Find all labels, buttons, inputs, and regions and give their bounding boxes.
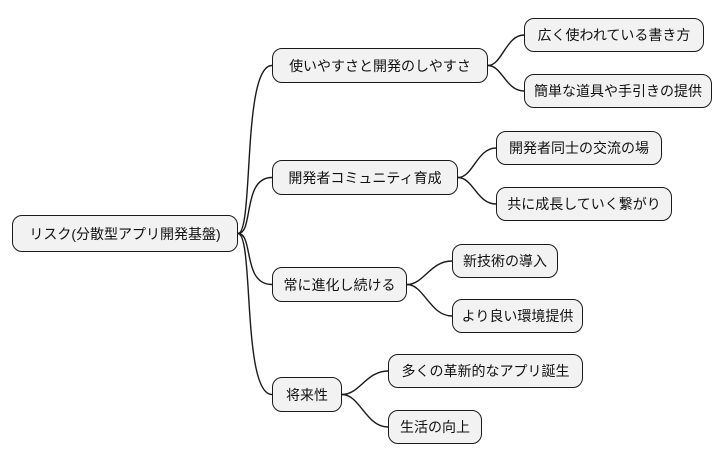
edge-branch2-leaf1 [457, 147, 497, 179]
leaf-node-common-syntax: 広く使われている書き方 [524, 18, 704, 52]
branch-node-usability: 使いやすさと開発のしやすさ [272, 48, 488, 83]
leaf-node-new-tech: 新技術の導入 [452, 244, 558, 278]
edge-root-branch4 [237, 232, 273, 396]
edge-branch4-leaf1 [341, 370, 389, 396]
leaf-node-life-improvement: 生活の向上 [388, 410, 482, 444]
root-node: リスク(分散型アプリ開発基盤) [12, 215, 238, 252]
edge-branch3-leaf2 [406, 283, 453, 317]
edge-branch1-leaf2 [487, 64, 525, 92]
leaf-node-better-environment: より良い環境提供 [452, 299, 583, 333]
leaf-node-grow-together: 共に成長していく繋がり [496, 187, 672, 221]
leaf-node-exchange-place: 開発者同士の交流の場 [496, 131, 662, 165]
branch-node-community: 開発者コミュニティ育成 [272, 160, 458, 195]
branch-node-future: 将来性 [272, 377, 342, 412]
edge-root-branch1 [237, 64, 273, 235]
edge-branch4-leaf2 [341, 393, 389, 428]
edge-branch1-leaf1 [487, 34, 525, 67]
edge-root-branch2 [237, 176, 273, 235]
edge-root-branch3 [237, 232, 273, 286]
branch-node-evolution: 常に進化し続ける [272, 267, 407, 302]
edge-branch2-leaf2 [457, 176, 497, 205]
leaf-node-innovative-apps: 多くの革新的なアプリ誕生 [388, 354, 583, 388]
leaf-node-simple-tools: 簡単な道具や手引きの提供 [524, 74, 712, 108]
edge-branch3-leaf1 [406, 260, 453, 286]
